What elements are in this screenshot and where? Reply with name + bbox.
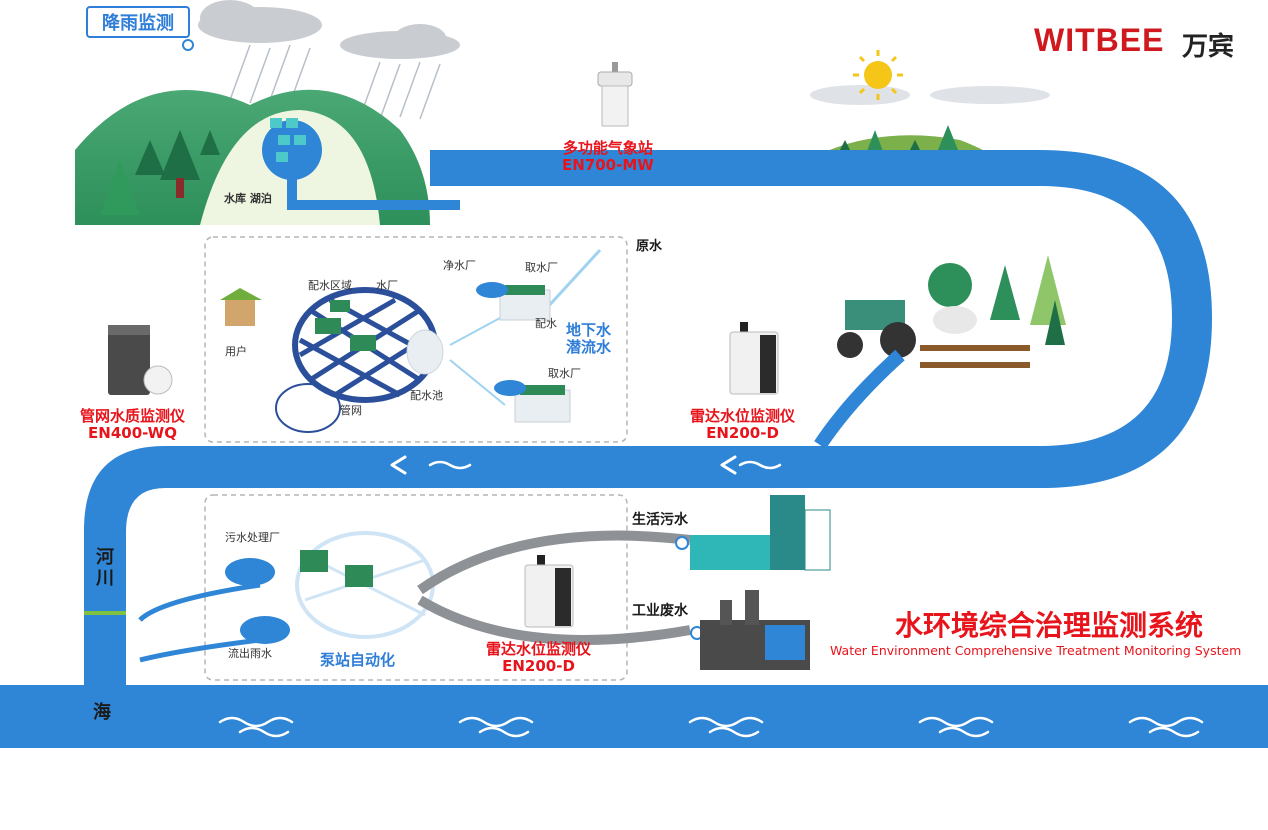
radar-upper-name: 雷达水位监测仪: [690, 407, 796, 425]
system-subtitle: Water Environment Comprehensive Treatmen…: [830, 643, 1242, 658]
underground-label: 地下水 潜流水: [566, 321, 612, 357]
distribution-label: 配水: [535, 317, 557, 330]
weather-station-label: 多功能气象站 EN700-MW: [562, 139, 654, 175]
zone-sewage: [204, 494, 628, 681]
river-char2: 川: [96, 567, 114, 589]
sea: [0, 685, 1268, 748]
underground-line2: 潜流水: [566, 338, 612, 357]
pipe-quality-label: 管网水质监测仪 EN400-WQ: [80, 407, 186, 443]
sewage-network: [138, 530, 704, 663]
radar-upper-label: 雷达水位监测仪 EN200-D: [690, 407, 796, 443]
weather-station-name: 多功能气象站: [562, 139, 653, 157]
dist-area-label: 配水区域: [308, 279, 352, 292]
factory: [700, 590, 810, 670]
sea-label: 海: [93, 702, 111, 723]
reservoir-label: 水库 湖泊: [224, 192, 272, 205]
raw-water-label: 原水: [636, 239, 663, 254]
brand-logo-cn: 万宾: [1182, 32, 1235, 62]
system-title: 水环境综合治理监测系统: [895, 609, 1204, 642]
supply-network: [220, 248, 602, 433]
brand-logo: WITBEE: [1034, 22, 1165, 58]
sewage-plant-label: 污水处理厂: [225, 531, 280, 544]
weather-station-model: EN700-MW: [562, 156, 654, 175]
river-char1: 河: [96, 547, 114, 568]
zone-water-supply: [204, 236, 628, 443]
clouds: [198, 0, 1050, 105]
city-building: [690, 495, 831, 571]
river-label: 河 川: [96, 547, 114, 589]
radar-lower-model: EN200-D: [502, 657, 575, 676]
reservoir-icon: [262, 118, 460, 210]
user-label: 用户: [225, 345, 247, 358]
radar-upper-model: EN200-D: [706, 424, 779, 443]
flow-arrows: [390, 195, 922, 475]
domestic-sewage-label: 生活污水: [632, 512, 688, 528]
dist-pool-label: 配水池: [410, 389, 443, 402]
sun-icon: [853, 50, 903, 100]
pipe-quality-model: EN400-WQ: [88, 424, 177, 443]
farm: [814, 255, 1066, 449]
rain-monitoring-tag: 降雨监测: [86, 6, 190, 38]
intake1-label: 取水厂: [525, 261, 558, 274]
radar-sensor-lower-icon: [524, 555, 574, 628]
rain-out-label: 流出雨水: [228, 647, 272, 660]
pipe-sensor-icon: [108, 325, 173, 395]
pipe-quality-name: 管网水质监测仪: [80, 407, 186, 425]
waves: [218, 200, 1204, 738]
radar-lower-label: 雷达水位监测仪 EN200-D: [486, 640, 592, 676]
pump-auto-label: 泵站自动化: [320, 651, 396, 669]
radar-lower-name: 雷达水位监测仪: [486, 640, 592, 658]
intake2-label: 取水厂: [548, 367, 581, 380]
underground-line1: 地下水: [566, 321, 612, 339]
water-plant-label: 水厂: [376, 279, 398, 292]
weather-station-icon: [597, 62, 633, 127]
clean-plant-label: 净水厂: [443, 259, 476, 272]
pipe-net-label: 管网: [340, 404, 362, 417]
industrial-waste-label: 工业废水: [632, 603, 688, 619]
radar-sensor-upper-icon: [729, 322, 779, 395]
